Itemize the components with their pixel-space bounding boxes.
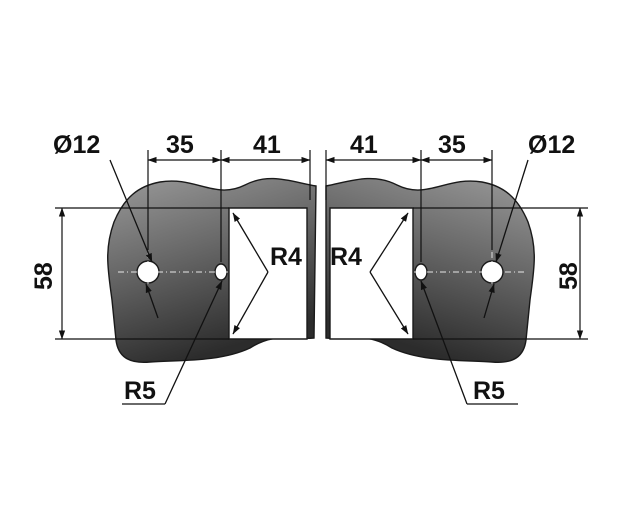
right-dimensions: Ø12 35 41 58 R4 R5 bbox=[325, 131, 588, 405]
right-hole-spacing-label: 35 bbox=[438, 131, 466, 159]
right-r4-leader-down bbox=[369, 271, 409, 335]
left-r4-leader-down bbox=[232, 271, 269, 335]
left-dimensions: Ø12 35 41 58 R4 R5 bbox=[30, 131, 311, 405]
right-hinge-plate bbox=[325, 177, 535, 363]
right-slot-radius-label: R5 bbox=[473, 377, 505, 405]
right-cutout-radius-label: R4 bbox=[330, 243, 362, 271]
left-slot-radius-label: R5 bbox=[124, 377, 156, 405]
right-dia-leader bbox=[495, 159, 529, 263]
right-r4-leader-up bbox=[369, 212, 409, 273]
right-r5-leader bbox=[420, 280, 468, 405]
left-height-label: 58 bbox=[30, 262, 58, 290]
left-edge-distance-label: 41 bbox=[253, 131, 281, 159]
right-hole-diameter-label: Ø12 bbox=[528, 131, 575, 159]
left-cutout-radius-label: R4 bbox=[270, 243, 302, 271]
left-r4-leader-up bbox=[232, 212, 269, 273]
right-height-label: 58 bbox=[555, 262, 583, 290]
left-hole-spacing-label: 35 bbox=[166, 131, 194, 159]
left-dia-leader bbox=[109, 159, 153, 263]
left-hole-diameter-label: Ø12 bbox=[53, 131, 100, 159]
left-r5-leader bbox=[164, 280, 223, 405]
right-edge-distance-label: 41 bbox=[350, 131, 378, 159]
